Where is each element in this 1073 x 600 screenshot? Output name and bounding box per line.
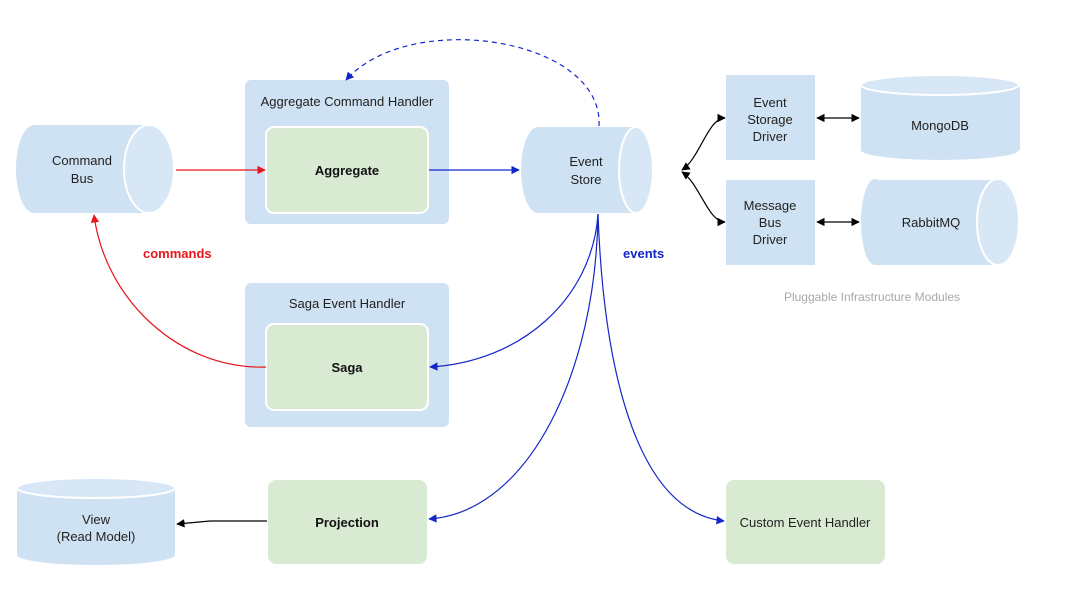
event-storage-driver-label-1: Event <box>753 95 787 110</box>
command-bus-label-2: Bus <box>71 171 94 186</box>
view-label-2: (Read Model) <box>57 529 136 544</box>
event-store-to-projection-arrow <box>428 213 599 523</box>
event-store-to-custom-handler-arrow <box>597 213 725 525</box>
command-bus-label-1: Command <box>52 153 112 168</box>
saga-handler-title: Saga Event Handler <box>289 296 406 311</box>
message-bus-driver-label-3: Driver <box>753 232 788 247</box>
event-store-to-storage-driver-arrow <box>681 113 726 171</box>
view-label-1: View <box>82 512 111 527</box>
custom-event-handler-label: Custom Event Handler <box>740 515 871 530</box>
command-bus-cylinder: Command Bus <box>16 124 175 214</box>
projection-label: Projection <box>315 515 379 530</box>
saga-event-handler: Saga Event Handler Saga <box>245 283 449 427</box>
aggregate-command-handler: Aggregate Command Handler Aggregate <box>245 80 449 224</box>
rabbitmq-cylinder: RabbitMQ <box>861 178 1020 266</box>
aggregate-box <box>265 126 429 214</box>
events-label: events <box>623 246 664 261</box>
message-bus-driver-label-1: Message <box>744 198 797 213</box>
aggregate-handler-title: Aggregate Command Handler <box>261 94 434 109</box>
aggregate-label: Aggregate <box>315 163 379 178</box>
message-bus-driver-label-2: Bus <box>759 215 782 230</box>
event-store-cylinder: Event Store <box>521 126 654 214</box>
event-storage-driver: Event Storage Driver <box>726 75 815 160</box>
event-store-feedback-dashed-arrow <box>345 39 600 127</box>
saga-to-command-bus-arrow <box>90 214 267 368</box>
event-store-to-saga-arrow <box>429 213 599 371</box>
message-bus-driver: Message Bus Driver <box>726 180 815 265</box>
event-store-label-1: Event <box>569 154 603 169</box>
event-storage-driver-label-3: Driver <box>753 129 788 144</box>
rabbitmq-label: RabbitMQ <box>902 215 961 230</box>
saga-label: Saga <box>331 360 363 375</box>
view-read-model-cylinder: View (Read Model) <box>16 477 176 565</box>
commands-label: commands <box>143 246 212 261</box>
projection-to-view-arrow <box>176 519 267 528</box>
event-storage-driver-label-2: Storage <box>747 112 793 127</box>
custom-event-handler-box: Custom Event Handler <box>726 480 885 564</box>
projection-box: Projection <box>268 480 427 564</box>
mongodb-cylinder: MongoDB <box>860 74 1020 160</box>
event-store-to-message-bus-driver-arrow <box>681 171 726 227</box>
pluggable-modules-caption: Pluggable Infrastructure Modules <box>784 290 960 304</box>
mongodb-label: MongoDB <box>911 118 969 133</box>
event-store-label-2: Store <box>570 172 601 187</box>
